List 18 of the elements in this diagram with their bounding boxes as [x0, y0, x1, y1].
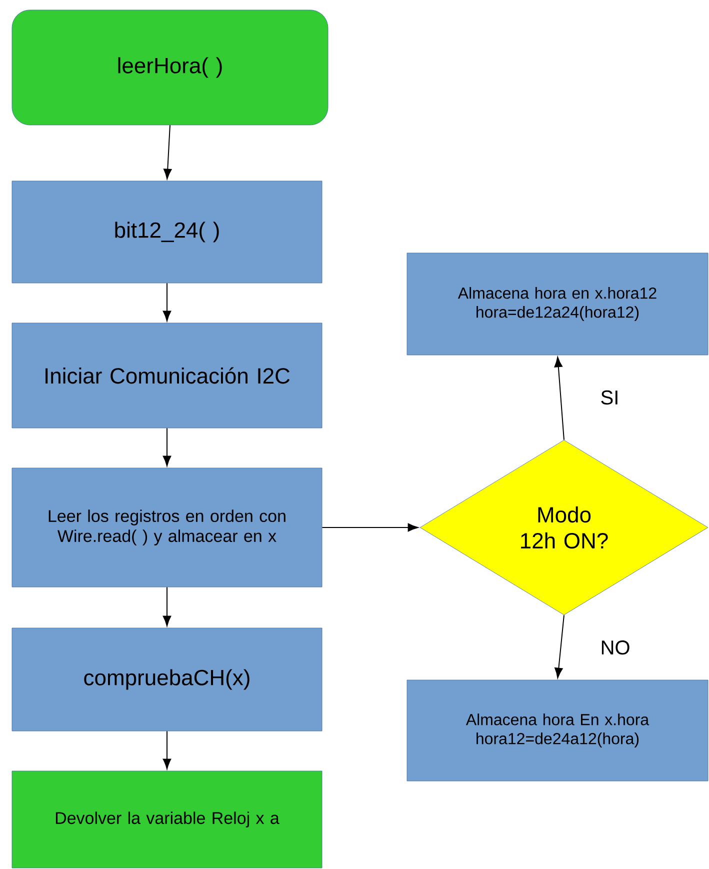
arrow [162, 730, 172, 770]
arrow [554, 614, 564, 678]
terminal-box: leerHora( ) [12, 10, 328, 126]
arrow [322, 523, 418, 532]
arrow [162, 586, 172, 626]
arrow [162, 282, 172, 322]
process-box: Almacena hora En x.hora hora12=de24a12(hora) [406, 680, 708, 782]
process-box: bit12_24( ) [12, 180, 322, 284]
edge-label: SI [601, 390, 618, 405]
arrow [162, 428, 172, 466]
process-box: compruebaCH(x) [12, 628, 322, 732]
process-box: Iniciar Comunicación I2C [12, 322, 322, 428]
process-box: Almacena hora en x.hora12 hora=de12a24(hora12) [406, 252, 708, 356]
process-box: Leer los registros en orden con Wire.read( ) y almacear en x [12, 468, 322, 588]
arrow [164, 124, 172, 180]
terminal-box: Devolver la variable Reloj x a [12, 770, 322, 868]
edge-label: NO [602, 640, 630, 655]
arrow [554, 356, 564, 440]
